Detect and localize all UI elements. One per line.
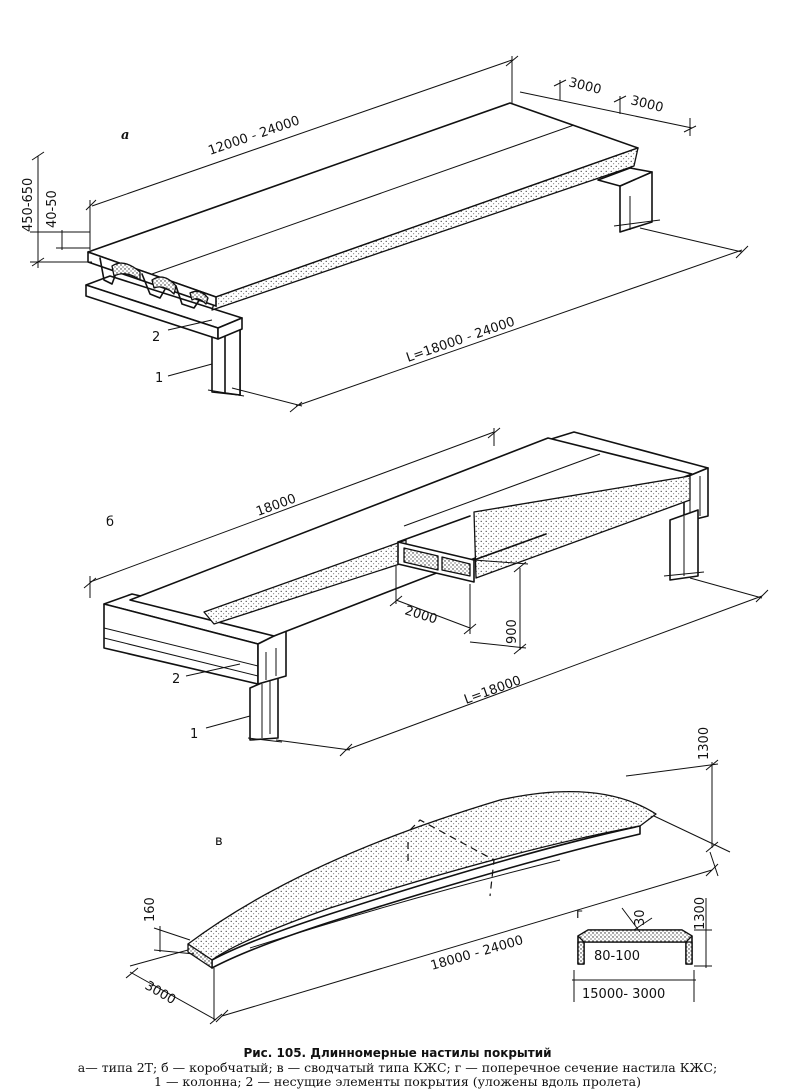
figure-g-section-ribs [577, 941, 693, 965]
figure-b-dim-height [469, 559, 529, 655]
figure-v-dim-height [625, 759, 731, 853]
figure-a-flange-label: 40-50 [45, 190, 60, 228]
figure-a-slab-end [87, 251, 217, 309]
figure-g-dim-width [572, 970, 696, 1002]
figure-caption-line-1: а— типа 2Т; б — коробчатый; в — сводчаты… [77, 1060, 718, 1075]
figure-v-width-label: 3000 [142, 978, 178, 1008]
figure-b-width-label: 2000 [403, 603, 439, 627]
figure-a-height-label: 450-650 [21, 178, 36, 232]
figure-v-dim-width [125, 949, 223, 1025]
figure-caption-title: Рис. 105. Длинномерные настилы покрытий [243, 1046, 552, 1060]
figure-a-leader-column [167, 363, 213, 377]
figure-g-letter: г [576, 907, 583, 922]
figure-b-length-label: 18000 [254, 492, 298, 520]
figure-v-shell-top [187, 791, 657, 961]
figure-a-dim-width [519, 79, 697, 136]
figure-a-slab-2t: 12000 - 24000 3000 3000 450-650 40-50 L=… [21, 55, 749, 413]
figure-v-dim-edge [153, 926, 195, 955]
figure-v-dim-length [213, 851, 719, 1023]
figure-g-dim-height [694, 898, 712, 968]
figure-b-leader-beam [185, 663, 241, 677]
figure-a-span-label: L=18000 - 24000 [404, 315, 516, 366]
figure-b-slab-box: 18000 2000 900 L=18000 2 1 б [83, 427, 769, 757]
figure-v-diaphragm-left [407, 842, 413, 863]
figure-a-beam-label: 2 [152, 330, 160, 345]
figure-b-leader-column [205, 715, 251, 729]
figure-g-dim-thick [621, 907, 653, 933]
figure-b-span-label: L=18000 [462, 673, 523, 707]
figure-a-dim-length [85, 55, 519, 250]
figure-g-width-label: 15000- 3000 [582, 987, 665, 1002]
figure-b-beam-label: 2 [172, 672, 180, 687]
figure-v-shell-end [187, 943, 213, 969]
figure-b-column-label: 1 [190, 727, 198, 742]
figure-a-column-right [597, 167, 661, 233]
figure-a-width2-label: 3000 [629, 93, 665, 116]
figure-v-vaulted-slab: 1300 160 18000 - 24000 3000 в [125, 727, 731, 1025]
figure-b-slab-side-right [473, 475, 691, 579]
figure-v-shell-rib [249, 859, 561, 949]
figure-v-letter: в [215, 834, 223, 849]
figure-a-slab-joint [151, 124, 575, 275]
figure-g-height-label: 1300 [693, 897, 708, 930]
figure-b-dim-length [83, 427, 501, 598]
figure-a-leader-beam [167, 319, 213, 331]
figure-b-slab-joint [403, 453, 601, 527]
figure-b-height-label: 900 [505, 619, 520, 644]
figure-b-box-section [397, 515, 547, 583]
figure-v-edge-label: 160 [143, 897, 158, 922]
figure-a-column-label: 1 [155, 371, 163, 386]
figure-b-letter: б [106, 515, 114, 530]
figure-a-dim-span [231, 227, 749, 413]
figure-b-beam-left [103, 593, 287, 685]
figure-v-height-label: 1300 [697, 727, 712, 760]
figure-a-width1-label: 3000 [567, 75, 603, 98]
figure-g-cross-section: 80-100 15000- 3000 30 1300 г [572, 897, 712, 1002]
figure-g-section-shell [577, 929, 693, 943]
figure-g-rib-label: 80-100 [594, 949, 640, 964]
figure-b-column-left [247, 675, 283, 743]
figure-g-thick-label: 30 [633, 909, 648, 926]
figure-b-dim-width [389, 566, 477, 635]
figure-a-letter: а [121, 128, 129, 143]
figure-b-dim-span [275, 577, 769, 757]
figure-v-length-label: 18000 - 24000 [429, 933, 525, 974]
figure-a-dim-height [30, 151, 92, 268]
figure-a-length-label: 12000 - 24000 [206, 113, 301, 158]
figure-a-beam-left [85, 275, 243, 340]
figure-caption-line-2: 1 — колонна; 2 — несущие элементы покрыт… [154, 1074, 641, 1089]
